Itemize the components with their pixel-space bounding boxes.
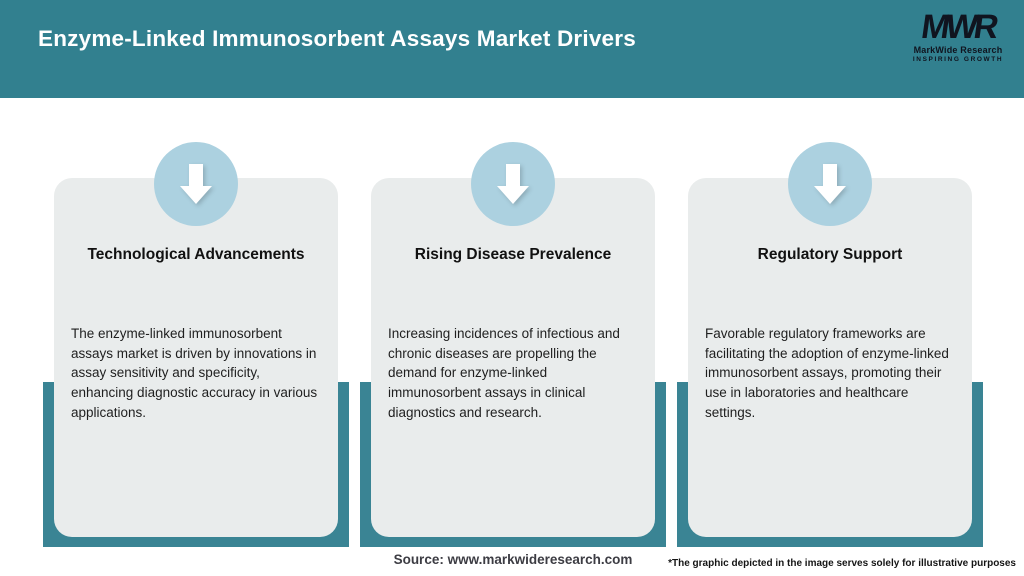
card-panel: Rising Disease Prevalence Increasing inc…	[371, 178, 655, 537]
disclaimer-text: *The graphic depicted in the image serve…	[668, 558, 1016, 569]
arrow-down-icon	[154, 142, 238, 226]
logo-monogram: MWR	[918, 8, 998, 46]
source-text: Source: www.markwideresearch.com	[393, 552, 633, 567]
page-title: Enzyme-Linked Immunosorbent Assays Marke…	[38, 26, 636, 51]
logo-tagline: INSPIRING GROWTH	[912, 56, 1004, 63]
arrow-down-icon	[788, 142, 872, 226]
card-panel: Regulatory Support Favorable regulatory …	[688, 178, 972, 537]
logo-name: MarkWide Research	[913, 45, 1003, 55]
card-title: Technological Advancements	[87, 246, 305, 263]
arrow-down-icon	[471, 142, 555, 226]
card-body-text: Increasing incidences of infectious and …	[388, 326, 620, 420]
card-body-text: Favorable regulatory frameworks are faci…	[705, 326, 949, 420]
driver-card-technological-advancements: Technological Advancements The enzyme-li…	[43, 130, 349, 550]
header-bar: Enzyme-Linked Immunosorbent Assays Marke…	[0, 0, 1024, 98]
card-panel: Technological Advancements The enzyme-li…	[54, 178, 338, 537]
driver-card-regulatory-support: Regulatory Support Favorable regulatory …	[677, 130, 983, 550]
card-title: Regulatory Support	[757, 246, 903, 263]
card-body-text: The enzyme-linked immunosorbent assays m…	[71, 326, 318, 420]
driver-card-rising-disease-prevalence: Rising Disease Prevalence Increasing inc…	[360, 130, 666, 550]
card-title: Rising Disease Prevalence	[414, 246, 612, 263]
markwide-logo: MWR MarkWide Research INSPIRING GROWTH	[902, 8, 1014, 64]
